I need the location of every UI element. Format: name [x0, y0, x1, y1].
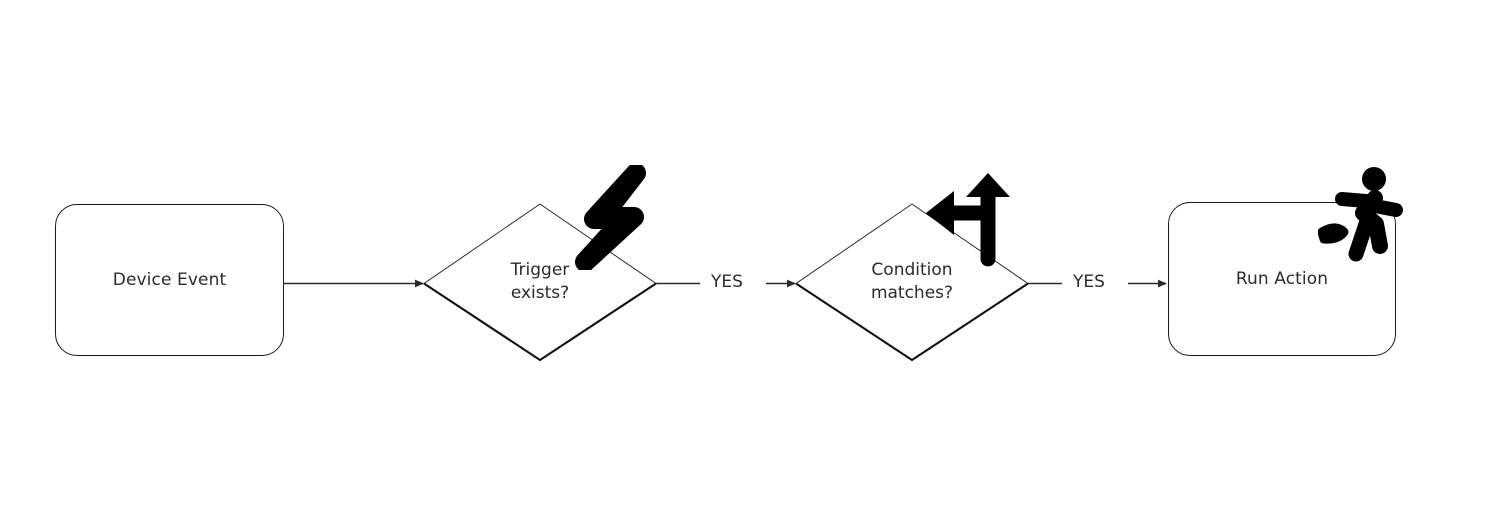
node-trigger-exists[interactable]: Trigger exists? [424, 204, 656, 360]
lightning-bolt-icon [568, 163, 653, 272]
node-run-action[interactable]: Run Action [1168, 202, 1396, 356]
running-person-icon [1317, 166, 1404, 262]
node-trigger-exists-label: Trigger exists? [510, 259, 570, 303]
edge-label-yes-2: YES [1070, 274, 1108, 291]
directions-fork-icon [918, 167, 1014, 267]
node-device-event-label: Device Event [112, 269, 227, 290]
node-device-event[interactable]: Device Event [55, 204, 284, 356]
node-run-action-label: Run Action [1235, 268, 1329, 289]
node-condition-matches-label: Condition matches? [870, 259, 954, 303]
node-condition-matches[interactable]: Condition matches? [796, 204, 1028, 360]
edge-label-yes-1: YES [708, 274, 746, 291]
